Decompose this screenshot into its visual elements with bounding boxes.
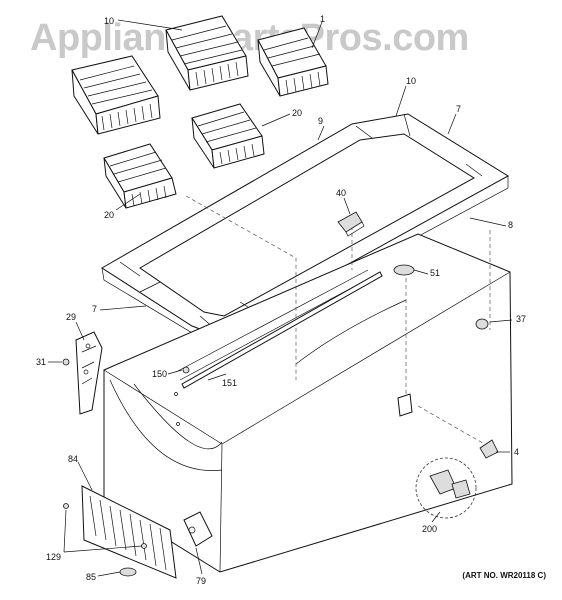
label-29: 29 bbox=[66, 312, 76, 322]
label-37: 37 bbox=[516, 314, 526, 324]
part-150-screw[interactable] bbox=[182, 366, 190, 374]
label-10-right: 10 bbox=[406, 76, 416, 86]
label-79: 79 bbox=[196, 576, 206, 586]
lid-gasket-frame[interactable] bbox=[101, 113, 509, 345]
label-7-left: 7 bbox=[92, 304, 97, 314]
label-10-top: 10 bbox=[104, 16, 114, 26]
basket-top-center[interactable] bbox=[165, 15, 249, 91]
part-84-louver-cover[interactable] bbox=[81, 485, 177, 579]
label-51: 51 bbox=[430, 268, 440, 278]
basket-top-left[interactable] bbox=[71, 55, 161, 135]
label-1: 1 bbox=[320, 14, 325, 24]
part-29-hinge[interactable] bbox=[75, 331, 103, 415]
part-51-plug[interactable] bbox=[393, 264, 415, 276]
part-200-relay[interactable] bbox=[415, 457, 477, 519]
label-129: 129 bbox=[46, 552, 61, 562]
basket-middle-right[interactable] bbox=[191, 103, 265, 169]
part-40-light-switch[interactable] bbox=[337, 211, 365, 237]
label-8: 8 bbox=[508, 220, 513, 230]
art-number: (ART NO. WR20118 C) bbox=[462, 571, 546, 580]
label-150: 150 bbox=[152, 369, 167, 379]
drain-fitting bbox=[397, 393, 413, 417]
leader-lines bbox=[48, 19, 513, 577]
label-9: 9 bbox=[318, 116, 323, 126]
label-31: 31 bbox=[36, 357, 46, 367]
basket-middle-left[interactable] bbox=[103, 143, 177, 209]
part-37-grommet[interactable] bbox=[475, 318, 489, 330]
label-85: 85 bbox=[86, 572, 96, 582]
label-7-right: 7 bbox=[456, 104, 461, 114]
watermark-text: AppliancePartsPros.com bbox=[30, 17, 469, 59]
part-151-strip[interactable] bbox=[181, 271, 383, 389]
basket-top-right[interactable] bbox=[257, 27, 329, 97]
label-200: 200 bbox=[422, 524, 437, 534]
label-20-right: 20 bbox=[292, 108, 302, 118]
label-84: 84 bbox=[68, 454, 78, 464]
part-31-screw[interactable] bbox=[62, 358, 70, 366]
part-129-screw[interactable] bbox=[63, 503, 147, 549]
label-151: 151 bbox=[222, 378, 237, 388]
label-20-left: 20 bbox=[104, 210, 114, 220]
label-4: 4 bbox=[514, 447, 519, 457]
part-79-thermostat[interactable] bbox=[183, 511, 213, 547]
label-40: 40 bbox=[336, 188, 346, 198]
part-85-foot[interactable] bbox=[119, 567, 137, 577]
part-labels: 10 1 10 7 9 20 20 40 8 51 37 7 29 31 150… bbox=[36, 14, 526, 586]
